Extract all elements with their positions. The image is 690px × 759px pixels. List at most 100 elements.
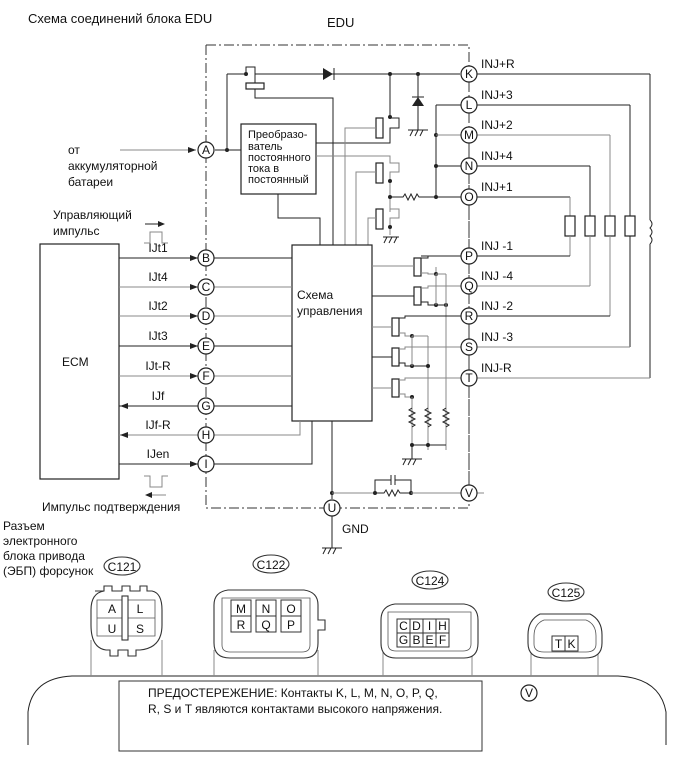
ground-icon <box>322 547 337 555</box>
signal-label: IJt1 <box>148 241 168 255</box>
svg-text:T: T <box>465 371 473 385</box>
signal-label: IJf <box>152 389 165 403</box>
control-circuit <box>291 244 373 422</box>
dc-dc-converter <box>240 123 317 195</box>
pin-u: U <box>323 499 341 517</box>
connector-pin: H <box>438 619 447 633</box>
pin-h: H <box>197 426 215 444</box>
ecm-label: ECM <box>62 355 89 369</box>
transistor-3 <box>375 208 384 230</box>
arrow-icon <box>190 343 198 349</box>
svg-text:L: L <box>466 98 473 112</box>
pin-n: N <box>460 157 478 175</box>
pin-f: F <box>197 367 215 385</box>
converter-label: Преобразо- <box>248 129 308 141</box>
svg-text:E: E <box>202 339 210 353</box>
svg-text:R: R <box>465 309 474 323</box>
arrow-icon <box>120 403 128 409</box>
top-transistor <box>245 82 265 90</box>
svg-text:O: O <box>464 190 473 204</box>
battery-label-3: батареи <box>68 175 113 189</box>
pin-v: V <box>460 484 478 502</box>
signal-label: INJ -4 <box>481 269 513 283</box>
svg-text:K: K <box>465 67 473 81</box>
battery-label-1: от <box>68 143 80 157</box>
arrow-icon <box>190 373 198 379</box>
gnd-label: GND <box>342 522 369 536</box>
pulse-icon <box>144 231 168 244</box>
connector-pin: S <box>136 622 144 636</box>
zener-diode-icon <box>412 97 424 106</box>
transistor-1 <box>375 117 384 139</box>
control-pulse-label: Управляющий <box>53 208 132 222</box>
connector-pin: C <box>399 619 408 633</box>
edu-label: EDU <box>327 15 354 30</box>
pin-s: S <box>460 338 478 356</box>
arrow-icon <box>120 432 128 438</box>
pin-l: L <box>460 96 478 114</box>
diode-icon <box>323 68 333 80</box>
arrow-icon <box>188 147 196 153</box>
connector-pin: M <box>236 602 246 616</box>
connector-pin: O <box>286 602 295 616</box>
transistor-2 <box>375 162 384 184</box>
connector-caption: блока привода <box>3 549 85 563</box>
signal-label: INJ+R <box>481 57 515 71</box>
resistor-icon <box>390 192 436 202</box>
injector-3 <box>624 215 636 237</box>
pin-d: D <box>197 307 215 325</box>
converter-label: тока в <box>248 163 279 175</box>
warning-box <box>118 680 483 752</box>
pin-i: I <box>197 455 215 473</box>
injector-2 <box>604 215 616 237</box>
battery-label-2: аккумуляторной <box>68 159 158 173</box>
arrow-icon <box>190 313 198 319</box>
signal-label: INJ+2 <box>481 118 513 132</box>
capacitor-icon <box>374 479 412 493</box>
pulse-icon <box>144 475 168 488</box>
connector-pin: U <box>108 622 117 636</box>
diagram-title: Схема соединений блока EDU <box>28 11 212 26</box>
signal-label: INJ+3 <box>481 88 513 102</box>
signal-label: IJen <box>147 447 170 461</box>
converter-label: постоянного <box>248 152 311 164</box>
svg-text:G: G <box>201 399 210 413</box>
ground-icon <box>383 236 398 244</box>
edu-boundary-top <box>206 44 470 67</box>
connector-caption: электронного <box>3 534 78 548</box>
svg-text:M: M <box>464 128 474 142</box>
svg-text:H: H <box>202 428 211 442</box>
pin-e: E <box>197 337 215 355</box>
connector-pin: F <box>439 633 446 647</box>
pin-o: O <box>460 188 478 206</box>
connector-id: C125 <box>552 586 581 600</box>
svg-text:U: U <box>328 501 337 515</box>
pin-p: P <box>460 247 478 265</box>
svg-text:I: I <box>204 457 207 471</box>
connector-pin: K <box>567 637 575 651</box>
warning-line-1: ПРЕДОСТЕРЕЖЕНИЕ: Контакты K, L, M, N, O,… <box>148 686 438 700</box>
connector-id: C122 <box>257 558 286 572</box>
svg-text:C: C <box>202 280 211 294</box>
signal-label: IJf-R <box>145 418 171 432</box>
pins: ABCDEFGHIKINJ+RLINJ+3MINJ+2NINJ+4OINJ+1P… <box>197 57 515 517</box>
injector-1 <box>564 215 576 237</box>
pin-k: K <box>460 65 478 83</box>
signal-label: IJt2 <box>148 299 168 313</box>
pin-c: C <box>197 278 215 296</box>
connector-pin: G <box>399 633 408 647</box>
arrow-icon <box>190 255 198 261</box>
svg-text:S: S <box>465 340 473 354</box>
connector-pin: L <box>137 602 144 616</box>
signal-label: INJ+1 <box>481 180 513 194</box>
svg-text:V: V <box>525 686 533 700</box>
connector-pin: N <box>262 602 271 616</box>
connector-c121: C121 A L U S <box>90 556 163 676</box>
svg-text:B: B <box>202 251 210 265</box>
pin-a: A <box>197 141 215 159</box>
signal-label: INJ -1 <box>481 239 513 253</box>
edu-boundary-left <box>205 45 325 509</box>
warning-pin-v: V <box>520 684 538 702</box>
